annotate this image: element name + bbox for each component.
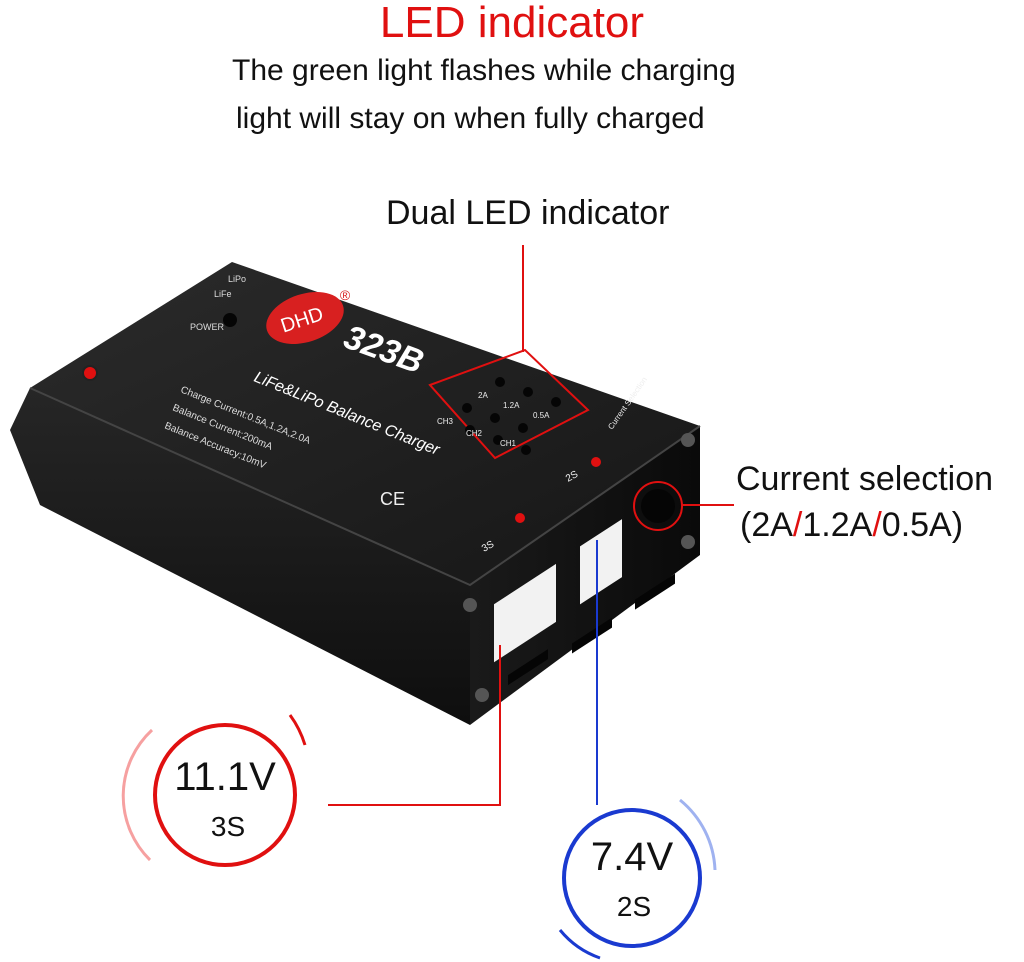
lipo-label: LiPo	[228, 274, 246, 284]
led-description-line1: The green light flashes while charging	[232, 54, 736, 87]
port-2s-connector	[580, 519, 622, 605]
current-selection-label: Current selection	[736, 460, 994, 498]
badge-3s-cells: 3S	[211, 811, 245, 842]
badge-2s-cells: 2S	[617, 891, 651, 922]
power-led	[223, 313, 237, 327]
current-selection-values: (2A/1.2A/0.5A)	[740, 506, 964, 544]
screw-icon	[681, 433, 695, 447]
led-description-line2: light will stay on when fully charged	[236, 102, 705, 135]
port-3s-label: 3S	[480, 539, 496, 555]
svg-text:CH1: CH1	[500, 439, 517, 448]
screw-icon	[463, 598, 477, 612]
screw-icon	[475, 688, 489, 702]
badge-2s-voltage: 7.4V	[591, 835, 674, 879]
badge-2s-circle	[562, 808, 702, 948]
port-3s-connector	[494, 563, 556, 663]
badge-3s-circle	[153, 723, 297, 867]
badge-3s-voltage: 11.1V	[174, 755, 276, 799]
dual-led-label: Dual LED indicator	[386, 194, 670, 232]
svg-text:1.2A: 1.2A	[503, 401, 520, 410]
charger-front-face	[10, 388, 470, 725]
svg-text:0.5A: 0.5A	[533, 411, 550, 420]
led-indicator-title: LED indicator	[379, 0, 645, 47]
power-input-icon	[82, 365, 98, 381]
port-3s-pointer	[328, 645, 501, 806]
ce-mark: CE	[380, 489, 405, 509]
led-matrix	[462, 377, 561, 455]
svg-text:2A: 2A	[478, 391, 488, 400]
current-selection-button	[641, 489, 675, 523]
life-label: LiFe	[214, 289, 232, 299]
screw-icon	[681, 535, 695, 549]
svg-text:CH2: CH2	[466, 429, 483, 438]
charger-top-face	[30, 262, 700, 585]
registered-mark: ®	[340, 287, 351, 303]
port-2s-label: 2S	[564, 469, 580, 485]
svg-text:CH3: CH3	[437, 417, 454, 426]
dhd-logo	[266, 292, 344, 344]
power-label: POWER	[190, 322, 225, 332]
